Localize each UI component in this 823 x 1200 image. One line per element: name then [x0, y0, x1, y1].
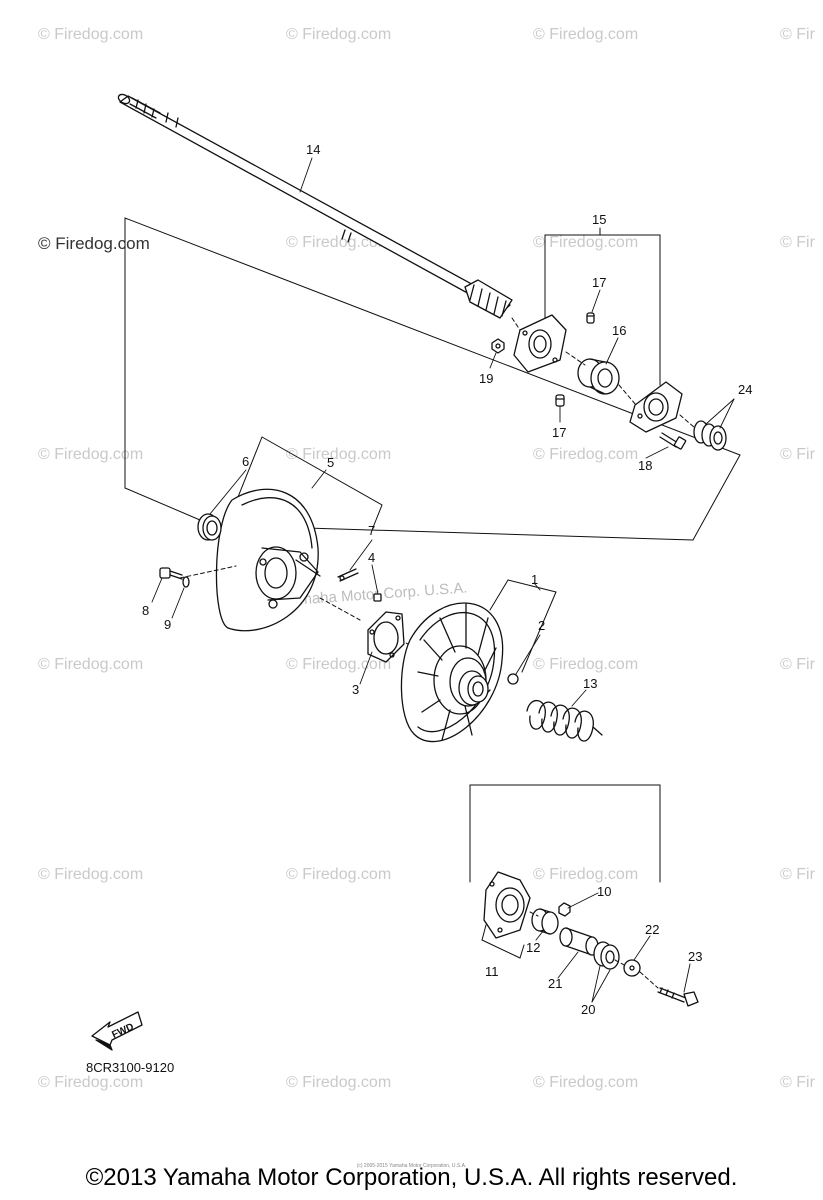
watermark: © Firedog.com [533, 446, 639, 463]
label-14: 14 [306, 142, 320, 157]
pin-7 [337, 568, 359, 582]
label-22: 22 [645, 922, 659, 937]
bracket-1 [489, 579, 557, 673]
screw-4 [373, 593, 382, 602]
label-1: 1 [531, 572, 538, 587]
watermark: © Firedog.com [533, 656, 639, 673]
fixed-sheave-1 [400, 602, 504, 743]
part-labels: 1 2 3 4 5 6 7 8 9 10 11 12 13 14 15 16 1… [142, 142, 752, 1017]
bolt-23 [657, 987, 699, 1007]
watermark: © Firedog.com [533, 234, 639, 251]
label-23: 23 [688, 949, 702, 964]
bolt-18 [659, 432, 687, 450]
watermark-fragment: © Fir [780, 866, 815, 883]
bearing-flange-right [629, 381, 683, 433]
copyright-notice: ©2013 Yamaha Motor Corporation, U.S.A. A… [85, 1164, 738, 1191]
collar-21 [559, 927, 599, 956]
gasket-3 [367, 611, 405, 663]
watermark: © Firedog.com [286, 1074, 392, 1091]
label-5: 5 [327, 455, 334, 470]
label-17-top: 17 [592, 275, 606, 290]
watermark-fragment: © Fir [780, 656, 815, 673]
nut-10 [558, 902, 571, 917]
watermark-fragment: © Fir [780, 234, 815, 251]
watermark: © Firedog.com [286, 234, 392, 251]
watermark: © Firedog.com [533, 1074, 639, 1091]
watermark: © Firedog.com [286, 866, 392, 883]
set-screw-17-bottom [555, 394, 565, 407]
sliding-sheave-5 [215, 488, 321, 632]
label-13: 13 [583, 676, 597, 691]
label-3: 3 [352, 682, 359, 697]
bolt-8 [159, 567, 183, 580]
label-11: 11 [485, 964, 499, 979]
bracket-15 [544, 227, 661, 386]
label-21: 21 [548, 976, 562, 991]
forward-arrow: FWD [91, 1011, 143, 1051]
label-9: 9 [164, 617, 171, 632]
spring-13 [526, 700, 603, 742]
watermark: © Firedog.com [286, 656, 392, 673]
label-24: 24 [738, 382, 752, 397]
label-2: 2 [538, 618, 545, 633]
rollers-20 [593, 941, 620, 970]
leader-lines [151, 157, 735, 1003]
watermark: © Firedog.com [38, 26, 144, 43]
watermark-fragment: © Fir [780, 1074, 815, 1091]
label-6: 6 [242, 454, 249, 469]
axis-lines-upper [511, 317, 696, 429]
bearing-flange-left [513, 314, 567, 373]
label-7: 7 [368, 523, 375, 538]
bearing-16 [577, 358, 620, 395]
watermark: © Firedog.com [38, 866, 144, 883]
watermark: © Firedog.com [286, 26, 392, 43]
bushing-6 [197, 513, 222, 541]
washer-9 [182, 576, 190, 588]
fine-print: (c) 2005-2015 Yamaha Motor Corporation, … [356, 1163, 467, 1169]
label-15: 15 [592, 212, 606, 227]
label-19: 19 [479, 371, 493, 386]
nut-19 [491, 338, 505, 354]
set-screw-17-top [586, 312, 595, 324]
watermark-fragment: © Fir [780, 446, 815, 463]
part-code: 8CR3100-9120 [86, 1060, 175, 1075]
cam-plate-11 [483, 871, 531, 939]
label-4: 4 [368, 550, 375, 565]
shaft [117, 93, 513, 319]
washers-24 [693, 420, 727, 451]
watermark: © Firedog.com [286, 446, 392, 463]
watermark-fragment: © Fir [780, 26, 815, 43]
bushing-12 [531, 908, 559, 935]
label-18: 18 [638, 458, 652, 473]
label-20: 20 [581, 1002, 595, 1017]
watermark: © Firedog.com [38, 1074, 144, 1091]
washer-22 [623, 959, 641, 977]
watermark: © Firedog.com [38, 656, 144, 673]
bracket-11 [481, 924, 525, 959]
nut-2 [507, 673, 519, 685]
axis-lines-lower [529, 911, 659, 989]
watermark-dark: © Firedog.com [38, 234, 150, 253]
label-8: 8 [142, 603, 149, 618]
label-16: 16 [612, 323, 626, 338]
label-17-bottom: 17 [552, 425, 566, 440]
watermark: © Firedog.com [533, 866, 639, 883]
watermark: © Firedog.com [533, 26, 639, 43]
label-10: 10 [597, 884, 611, 899]
watermark: © Firedog.com [38, 446, 144, 463]
label-12: 12 [526, 940, 540, 955]
